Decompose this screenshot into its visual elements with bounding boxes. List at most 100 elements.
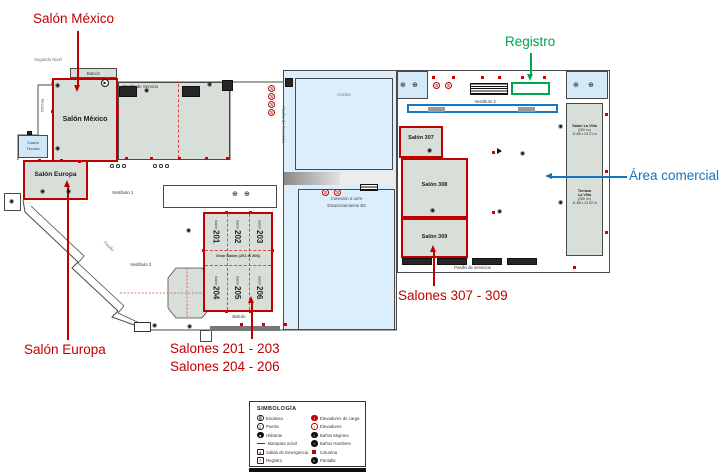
vestibulo-3-label: Vestíbulo 3 bbox=[474, 99, 496, 104]
area-comercial-arrowhead bbox=[545, 173, 552, 179]
montacargas-icon: S bbox=[268, 101, 275, 108]
columna-dot bbox=[225, 211, 228, 214]
salon-202-cell[interactable]: Salón 202 bbox=[227, 214, 249, 250]
legend-item-label: Hidrante bbox=[266, 432, 283, 438]
balcon-top-label: Balcón bbox=[86, 71, 101, 76]
hidrante-icon: ◉ bbox=[152, 323, 158, 329]
service-box bbox=[507, 258, 537, 265]
legend-item-label: Escalera bbox=[266, 415, 283, 421]
columna-dot bbox=[492, 211, 495, 214]
salones-204-206-callout[interactable]: Salones 204 - 206 bbox=[170, 359, 280, 374]
registro-desk[interactable] bbox=[511, 82, 550, 95]
info-box bbox=[134, 322, 151, 332]
legend-box: SIMBOLOGÍA ≣ Escalera ▯ Puerta ● Hidrant… bbox=[249, 401, 366, 467]
salones-201-203-callout[interactable]: Salones 201 - 203 bbox=[170, 341, 280, 356]
salon-204-number: 204 bbox=[211, 285, 221, 299]
la-villa-salon-labels: Salón La Villa (280 m²) 11.88 x 23.21 m bbox=[567, 124, 602, 136]
columna-dot bbox=[74, 77, 77, 80]
ramp-band-light bbox=[340, 172, 396, 185]
columna-dot bbox=[271, 249, 274, 252]
legend-item-label: Elevadores de carga bbox=[320, 415, 360, 421]
columna-dot bbox=[498, 76, 501, 79]
salon-204-prefix: Salón bbox=[213, 275, 218, 285]
banos-mujeres-icon: ♀ bbox=[311, 431, 318, 439]
service-box bbox=[119, 86, 137, 97]
montacargas-icon: S bbox=[268, 93, 275, 100]
columna-dot bbox=[178, 157, 181, 160]
toilet-icon bbox=[153, 164, 157, 168]
salon-205-prefix: Salón bbox=[235, 275, 240, 285]
salon-205-cell[interactable]: Salón 205 bbox=[227, 265, 249, 310]
toilet-icon bbox=[165, 164, 169, 168]
hidrante-icon: ◉ bbox=[207, 82, 213, 88]
legend-item-label: Baños Mujeres bbox=[320, 432, 349, 438]
la-villa-salon-name: Salón La Villa bbox=[572, 124, 597, 128]
elevator-icon: ⊕ bbox=[232, 191, 238, 198]
level-label: Segundo Nivel bbox=[34, 57, 62, 62]
legend-item-puerta: ▯ Puerta bbox=[257, 423, 279, 431]
la-villa-terraza-area: (280 m²) bbox=[577, 197, 592, 201]
gran-salon-block[interactable]: Gran Salón (201 al 206) Salón 201 Salón … bbox=[203, 212, 273, 312]
emergency-exit-icon: ▶ bbox=[101, 79, 109, 87]
hidrante-icon: ◉ bbox=[55, 146, 61, 152]
salon-205-number: 205 bbox=[233, 285, 243, 299]
columna-dot bbox=[116, 110, 119, 113]
columna-dot bbox=[226, 157, 229, 160]
legend-item-label: Mampara móvil bbox=[267, 441, 297, 446]
mampara-dashed-line bbox=[178, 84, 179, 158]
gran-salon-divider-v1 bbox=[226, 214, 228, 310]
salon-204-cell[interactable]: Salón 204 bbox=[205, 265, 227, 310]
legend-item-label: Pantalla bbox=[320, 458, 336, 463]
montacargas-icon: S bbox=[433, 82, 440, 89]
salon-201-cell[interactable]: Salón 201 bbox=[205, 214, 227, 250]
columna-dot bbox=[481, 76, 484, 79]
pasillo-servicio-label: Pasillo de Servicio bbox=[123, 84, 159, 89]
gran-salon-divider-h2 bbox=[205, 264, 271, 266]
hidrante-icon: ◉ bbox=[40, 189, 46, 195]
elevator-lobby-right bbox=[566, 71, 608, 99]
columna-dot bbox=[573, 266, 576, 269]
south-entry bbox=[200, 330, 212, 342]
salon-309-room[interactable]: Salón 309 bbox=[401, 218, 468, 258]
columna-dot bbox=[60, 159, 63, 162]
salon-europa-arrow-line bbox=[67, 186, 69, 340]
legend-item-label: Salida de Emergencia bbox=[266, 449, 309, 455]
salones-307-309-arrow-line bbox=[433, 251, 435, 286]
toilet-icon bbox=[116, 164, 120, 168]
registro-arrowhead bbox=[527, 74, 533, 81]
west-alcove bbox=[4, 193, 21, 211]
cuarto-tecnico-label-2: Técnico bbox=[26, 147, 40, 151]
elevator-lobby-left bbox=[397, 71, 428, 99]
la-villa-salon-area: (280 m²) bbox=[577, 128, 592, 132]
cocina-room: Cocina bbox=[295, 78, 393, 170]
salon-308-room[interactable]: Salón 308 bbox=[401, 158, 468, 218]
salon-europa-callout[interactable]: Salón Europa bbox=[24, 342, 106, 357]
area-comercial-callout[interactable]: Área comercial bbox=[629, 168, 720, 183]
pantalla-icon: ◐ bbox=[311, 457, 318, 464]
hidrante-icon: ◉ bbox=[427, 148, 433, 154]
salon-europa-room[interactable]: Salón Europa bbox=[23, 160, 88, 200]
salon-206-cell[interactable]: Salón 206 bbox=[249, 265, 271, 310]
legend-item-registro: ≡ Registro bbox=[257, 457, 282, 465]
columna-dot bbox=[262, 323, 265, 326]
salon-mexico-room[interactable]: Salón México bbox=[52, 78, 118, 162]
salon-mexico-callout[interactable]: Salón México bbox=[33, 11, 115, 26]
salon-307-room[interactable]: Salón 307 bbox=[399, 126, 443, 158]
salones-307-309-callout[interactable]: Salones 307 - 309 bbox=[398, 288, 508, 303]
salon-europa-arrowhead bbox=[64, 180, 70, 187]
elevator-icon: ⊕ bbox=[244, 191, 250, 198]
salon-mexico-room-label: Salón México bbox=[62, 116, 108, 123]
legend-item-label: Columna bbox=[319, 449, 338, 455]
columna-dot bbox=[249, 211, 252, 214]
cuarto-tecnico-room: Cuarto Técnico bbox=[18, 135, 48, 158]
vestibulo-2-label: Vestíbulo 2 bbox=[130, 262, 152, 267]
salon-206-number: 206 bbox=[255, 285, 264, 299]
registro-callout[interactable]: Registro bbox=[505, 34, 556, 49]
pasillo-diagonal-label: Pasillo bbox=[102, 240, 116, 253]
salon-203-cell[interactable]: Salón 203 bbox=[249, 214, 271, 250]
hidrante-icon: ◉ bbox=[55, 83, 61, 89]
salon-206-prefix: Salón bbox=[257, 275, 262, 285]
elevator-icon: ⊕ bbox=[400, 82, 406, 89]
columna-dot bbox=[284, 323, 287, 326]
escalator-box bbox=[428, 107, 445, 112]
